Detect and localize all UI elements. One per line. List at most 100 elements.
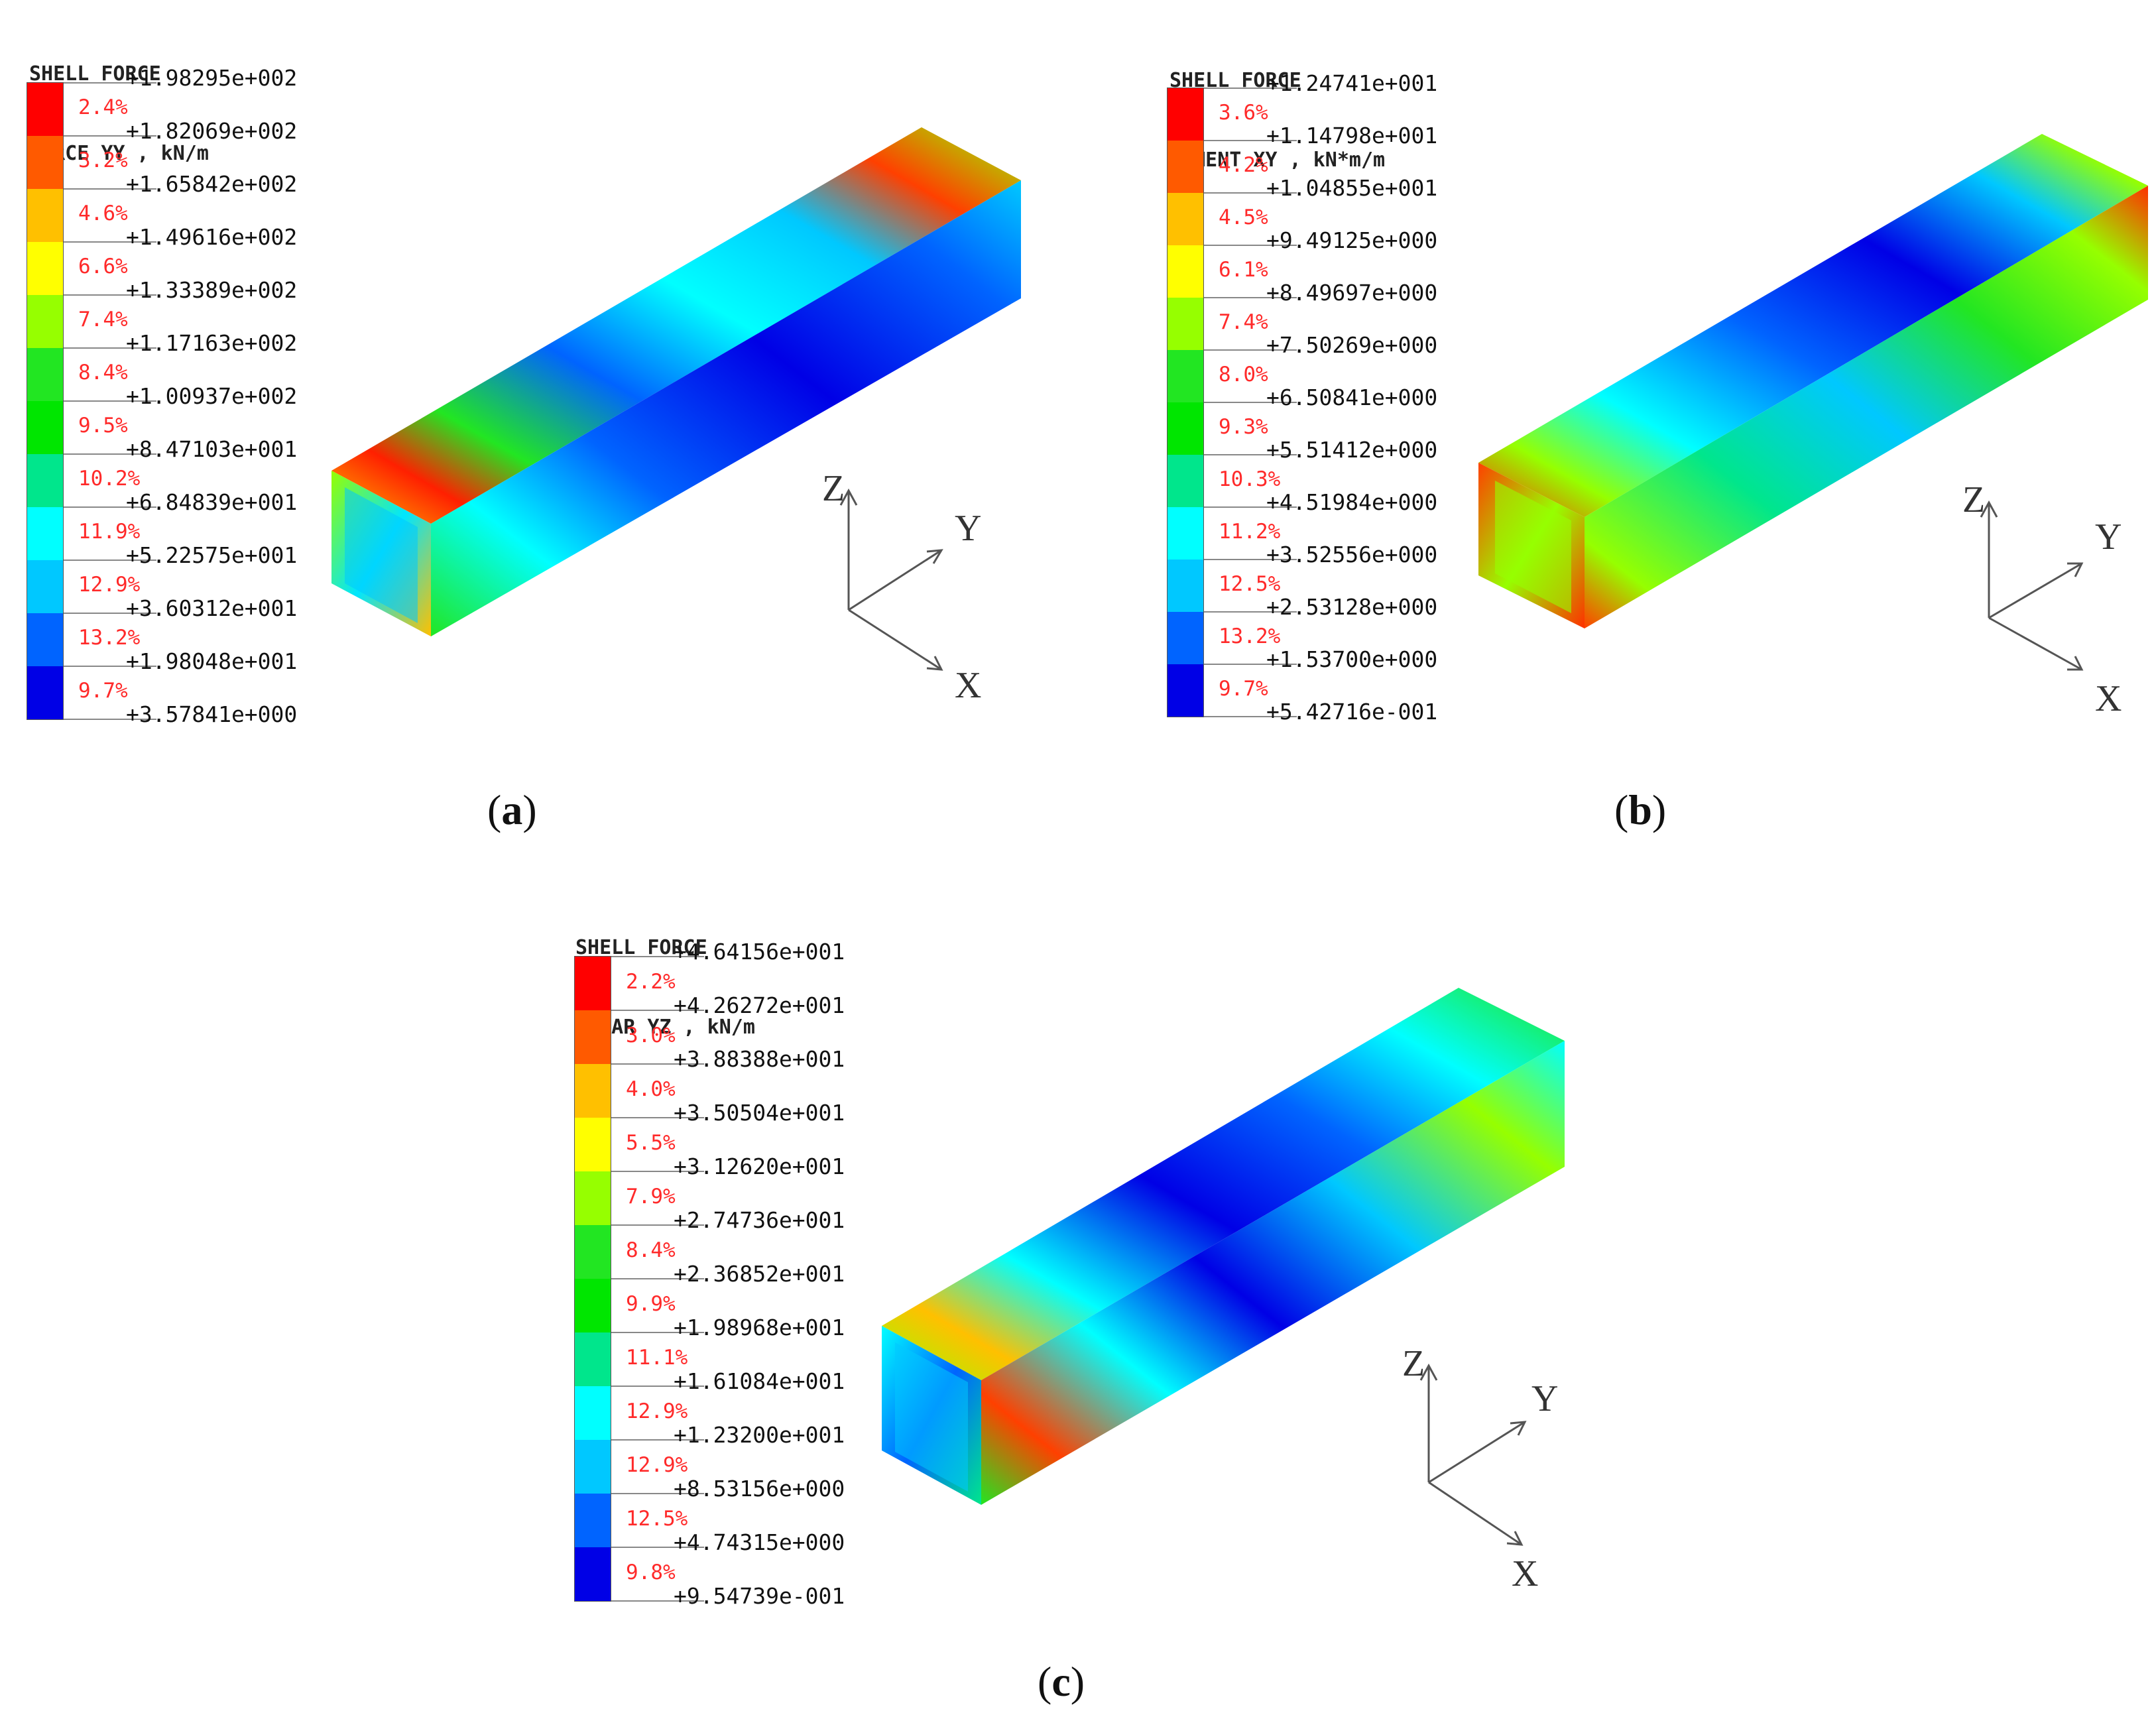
legend-tick-value: +8.53156e+000 xyxy=(674,1476,845,1502)
legend-tick-line xyxy=(1204,454,1297,455)
legend-tick-line xyxy=(611,956,704,957)
legend-tick-line xyxy=(611,1493,704,1494)
legend-tick-value: +4.51984e+000 xyxy=(1266,489,1438,515)
legend-tick-line xyxy=(1204,88,1297,89)
panel-caption: (a) xyxy=(487,786,537,833)
legend-tick-line xyxy=(64,82,156,84)
legend-tick-line xyxy=(64,453,156,455)
beam-top-face-shape xyxy=(1478,134,2148,517)
legend-color-cell xyxy=(1168,350,1203,402)
legend-tick-value: +3.50504e+001 xyxy=(674,1100,845,1126)
panel-caption: (b) xyxy=(1614,786,1667,833)
legend-color-cell xyxy=(27,189,63,242)
legend-tick-line xyxy=(1204,297,1297,298)
legend-color-cell xyxy=(1168,88,1203,141)
legend-tick-value: +4.26272e+001 xyxy=(674,992,845,1018)
legend-tick-value: +6.84839e+001 xyxy=(126,489,298,515)
legend-tick-line xyxy=(64,188,156,190)
legend-color-cell xyxy=(575,1279,611,1332)
legend-tick-value: +9.49125e+000 xyxy=(1266,227,1438,253)
legend-tick-value: +3.88388e+001 xyxy=(674,1046,845,1072)
legend-tick-line xyxy=(1204,611,1297,613)
legend-tick-value: +1.04855e+001 xyxy=(1266,175,1438,201)
legend-percentage: 11.2% xyxy=(1219,519,1281,544)
legend-tick-value: +4.74315e+000 xyxy=(674,1529,845,1555)
legend-tick-value: +1.98048e+001 xyxy=(126,648,298,674)
beam-top-face-shape xyxy=(882,988,1565,1380)
shell-force-contour-model xyxy=(1478,134,2148,628)
legend-percentage: 3.0% xyxy=(626,1023,676,1047)
legend-tick-value: +8.49697e+000 xyxy=(1266,280,1438,306)
legend-tick-value: +7.50269e+000 xyxy=(1266,332,1438,358)
axis-triad: Z Y X xyxy=(1402,1343,1558,1594)
legend-color-cell xyxy=(27,242,63,295)
legend-color-cell xyxy=(575,1010,611,1064)
legend-percentage: 2.2% xyxy=(626,969,676,994)
legend-tick-line xyxy=(1204,664,1297,665)
axis-triad: Z Y X xyxy=(822,468,981,706)
panel-b: SHELL FORCE MOMENT XY , kN*m/m xyxy=(1140,0,2156,862)
legend-tick-line xyxy=(1204,559,1297,560)
legend-percentage: 12.5% xyxy=(1219,571,1281,596)
shell-force-contour-model xyxy=(882,988,1565,1505)
legend-color-cell xyxy=(575,957,611,1010)
legend-percentage: 4.2% xyxy=(1219,152,1268,177)
legend-tick-value: +1.98968e+001 xyxy=(674,1315,845,1340)
shell-force-contour-model xyxy=(331,127,1021,636)
legend-tick-line xyxy=(64,400,156,402)
legend-percentage: 7.4% xyxy=(1219,310,1268,334)
legend-color-cell xyxy=(27,507,63,560)
beam-side-face xyxy=(431,180,1021,636)
legend-percentage: 9.7% xyxy=(78,679,128,703)
legend-color-cell xyxy=(1168,560,1203,612)
legend-color-cell xyxy=(27,613,63,666)
beam-side-face xyxy=(1585,186,2148,628)
legend-tick-line xyxy=(1204,245,1297,246)
legend-tick-line xyxy=(64,241,156,243)
legend-percentage: 3.6% xyxy=(1219,100,1268,125)
legend-percentage: 9.5% xyxy=(78,414,128,438)
contour-legend-bar xyxy=(27,82,64,720)
legend-color-cell xyxy=(575,1386,611,1440)
panel-c: SHELL FORCE SHEAR YZ , kN/m xyxy=(0,862,2156,1713)
legend-tick-value: +1.24741e+001 xyxy=(1266,70,1438,96)
legend-color-cell xyxy=(27,136,63,189)
legend-tick-value: +3.60312e+001 xyxy=(126,595,298,621)
legend-color-cell xyxy=(1168,245,1203,298)
legend-tick-line xyxy=(64,719,156,720)
legend-tick-line xyxy=(611,1117,704,1118)
legend-tick-value: +4.64156e+001 xyxy=(674,939,845,965)
legend-color-cell xyxy=(575,1171,611,1225)
axis-z-label: Z xyxy=(1402,1343,1425,1384)
legend-color-cell xyxy=(1168,612,1203,664)
legend-tick-line xyxy=(64,347,156,349)
legend-title: SHELL FORCE FORCE YY , kN/m xyxy=(29,8,209,220)
axis-y-label: Y xyxy=(2095,516,2122,558)
beam-side-face xyxy=(981,1041,1565,1505)
legend-tick-value: +3.57841e+000 xyxy=(126,701,298,727)
legend-color-cell xyxy=(575,1064,611,1118)
legend-tick-value: +1.14798e+001 xyxy=(1266,123,1438,148)
legend-percentage: 4.6% xyxy=(78,202,128,225)
legend-color-cell xyxy=(575,1547,611,1601)
legend-tick-line xyxy=(64,506,156,508)
panel-caption: (c) xyxy=(1038,1658,1085,1705)
legend-percentage: 4.5% xyxy=(1219,205,1268,229)
legend-color-cell xyxy=(27,454,63,507)
legend-percentage: 4.0% xyxy=(626,1077,676,1101)
contour-legend-bar xyxy=(574,956,611,1602)
legend-percentage: 5.5% xyxy=(626,1130,676,1155)
legend-percentage: 12.9% xyxy=(626,1399,688,1423)
legend-tick-value: +9.54739e-001 xyxy=(674,1583,845,1609)
legend-percentage: 8.4% xyxy=(626,1238,676,1262)
legend-tick-line xyxy=(611,1010,704,1011)
axis-x-label: X xyxy=(1512,1553,1538,1594)
legend-tick-value: +2.36852e+001 xyxy=(674,1261,845,1287)
legend-tick-line xyxy=(611,1439,704,1441)
legend-tick-line xyxy=(64,613,156,614)
legend-percentage: 10.2% xyxy=(78,467,141,491)
legend-tick-value: +1.65842e+002 xyxy=(126,171,298,197)
axis-z-label: Z xyxy=(822,468,845,509)
legend-tick-line xyxy=(611,1224,704,1226)
legend-tick-value: +1.98295e+002 xyxy=(126,65,298,91)
